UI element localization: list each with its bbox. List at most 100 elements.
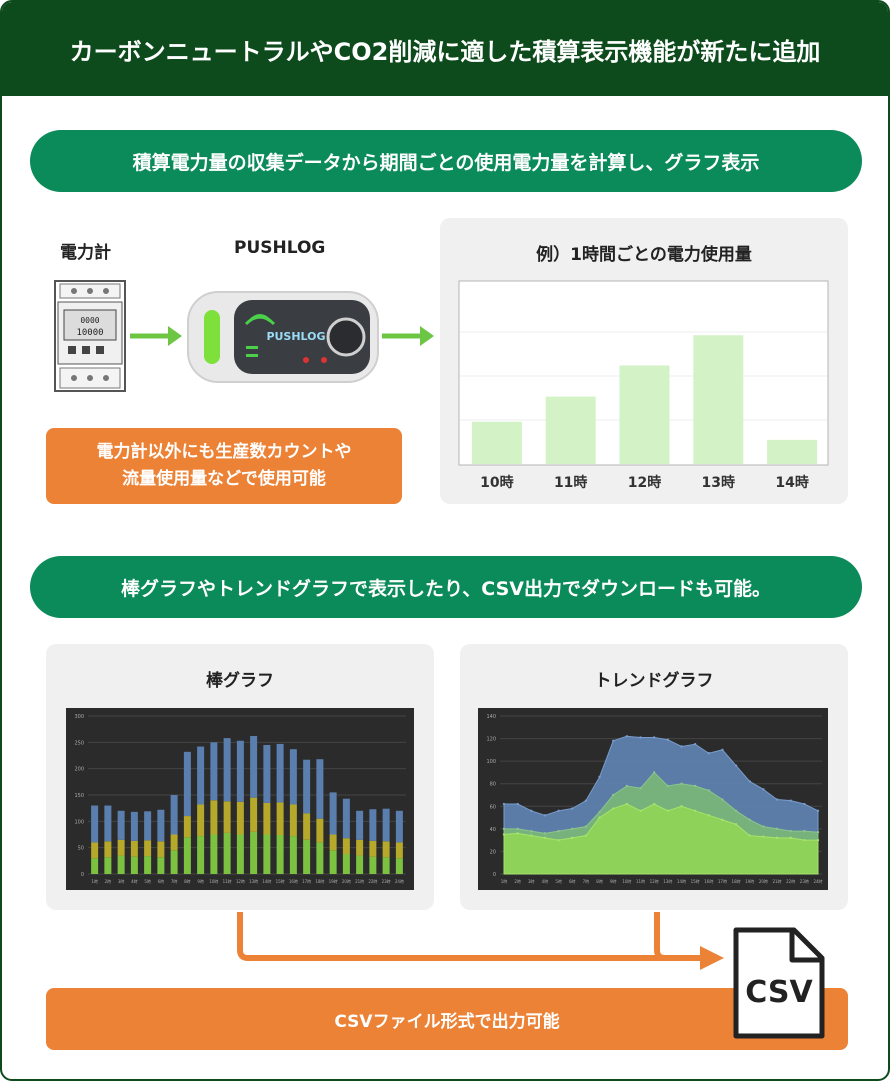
stacked-bar-segment xyxy=(369,856,377,874)
stacked-bar-segment xyxy=(236,834,244,874)
stacked-bar-segment xyxy=(289,749,297,805)
x-tick-label: 13時 xyxy=(663,878,672,884)
trend-point xyxy=(543,836,547,840)
hourly-bar-chart xyxy=(458,280,829,466)
stacked-bar-segment xyxy=(223,801,231,833)
stacked-bar-segment xyxy=(316,842,324,874)
y-tick-label: 80 xyxy=(490,782,496,788)
trend-point xyxy=(789,829,792,833)
trend-point xyxy=(721,748,724,752)
stacked-bar-segment xyxy=(170,834,178,851)
trend-point xyxy=(775,827,779,831)
x-tick-label: 22時 xyxy=(368,878,377,884)
trend-point xyxy=(584,834,588,837)
stacked-bar-segment xyxy=(130,811,138,841)
section1-banner: 積算電力量の収集データから期間ごとの使用電力量を計算し、グラフ表示 xyxy=(30,130,862,192)
hourly-bar xyxy=(767,439,818,464)
x-tick-label: 4時 xyxy=(131,878,138,884)
trend-point xyxy=(516,827,519,831)
usage-note-line1: 電力計以外にも生産数カウントや xyxy=(96,442,352,462)
hourly-bar xyxy=(619,365,670,464)
y-tick-label: 200 xyxy=(74,767,84,773)
hourly-x-tick-label: 12時 xyxy=(627,475,662,491)
y-tick-label: 40 xyxy=(490,827,496,833)
stacked-bar-segment xyxy=(356,855,364,874)
x-tick-label: 18時 xyxy=(315,878,324,884)
stacked-bar-segment xyxy=(117,855,125,874)
x-tick-label: 3時 xyxy=(528,878,535,884)
stacked-bar-segment xyxy=(250,831,258,874)
stacked-bar-segment xyxy=(197,836,205,874)
x-tick-label: 16時 xyxy=(289,878,298,884)
stacked-bar-segment xyxy=(157,857,165,874)
device-label: PUSHLOG xyxy=(234,238,326,258)
x-tick-label: 20時 xyxy=(342,878,351,884)
section2-banner: 棒グラフやトレンドグラフで表示したり、CSV出力でダウンロードも可能。 xyxy=(30,556,862,618)
y-tick-label: 0 xyxy=(81,872,84,878)
trend-point xyxy=(502,802,506,806)
hourly-bar xyxy=(545,396,596,464)
trend-point xyxy=(598,810,601,814)
trend-point xyxy=(598,775,601,779)
trend-point xyxy=(721,798,724,801)
stacked-bar-segment xyxy=(276,743,284,803)
stacked-bar-segment xyxy=(223,738,231,802)
x-tick-label: 6時 xyxy=(158,878,165,884)
trend-point xyxy=(748,834,751,837)
trend-point xyxy=(803,802,806,806)
trend-point xyxy=(530,809,533,812)
power-meter-icon: 0000 10000 xyxy=(54,280,126,392)
x-tick-label: 12時 xyxy=(236,878,245,884)
stacked-bar-segment xyxy=(210,742,218,801)
stacked-bar-segment xyxy=(342,798,350,839)
csv-file-icon: CSV xyxy=(733,927,825,1039)
trend-point xyxy=(775,798,779,801)
stacked-bar-segment xyxy=(117,839,125,856)
hourly-x-tick-label: 10時 xyxy=(480,475,514,491)
stacked-bar-segment xyxy=(91,842,99,859)
trend-point xyxy=(625,802,629,806)
trend-point xyxy=(762,825,765,828)
trend-point xyxy=(584,825,588,828)
trend-point xyxy=(557,809,560,812)
trend-point xyxy=(666,738,670,741)
trend-point xyxy=(734,823,738,826)
trend-point xyxy=(612,807,615,810)
pushlog-device-icon: PUSHLOG xyxy=(187,291,379,383)
trend-point xyxy=(734,764,738,767)
stacked-bar-segment xyxy=(395,842,403,859)
x-tick-label: 20時 xyxy=(759,878,768,884)
stacked-bar-segment xyxy=(276,802,284,836)
csv-icon-text: CSV xyxy=(745,975,813,1010)
trend-point xyxy=(652,771,656,774)
csv-note-box: CSVファイル形式で出力可能 xyxy=(46,988,848,1050)
device-brand-text: PUSHLOG xyxy=(266,330,325,343)
y-tick-label: 150 xyxy=(74,793,84,799)
stacked-bar-segment xyxy=(91,858,99,874)
usage-note-line2: 流量使用量などで使用可能 xyxy=(122,469,326,489)
x-tick-label: 8時 xyxy=(184,878,191,884)
trend-point xyxy=(612,739,615,743)
trend-point xyxy=(680,782,683,785)
trend-point xyxy=(748,818,751,822)
hourly-x-tick-label: 11時 xyxy=(553,475,588,491)
x-tick-label: 19時 xyxy=(329,878,338,884)
meter-display-top: 0000 xyxy=(80,316,99,325)
trend-point xyxy=(707,789,710,792)
trend-point xyxy=(693,743,697,746)
stacked-bar-segment xyxy=(303,759,311,814)
trend-point xyxy=(707,814,710,817)
stacked-bar-segment xyxy=(250,736,258,798)
stacked-bar-segment xyxy=(369,809,377,841)
y-tick-label: 0 xyxy=(493,872,496,878)
x-tick-label: 17時 xyxy=(718,878,727,884)
trend-point xyxy=(652,736,656,739)
trend-chart-panel-title: トレンドグラフ xyxy=(594,671,714,691)
stacked-bar-segment xyxy=(329,850,337,874)
x-tick-label: 15時 xyxy=(276,878,285,884)
stacked-bar-segment xyxy=(197,804,205,837)
page-title: カーボンニュートラルやCO2削減に適した積算表示機能が新たに追加 xyxy=(2,2,888,96)
x-tick-label: 2時 xyxy=(514,878,521,884)
